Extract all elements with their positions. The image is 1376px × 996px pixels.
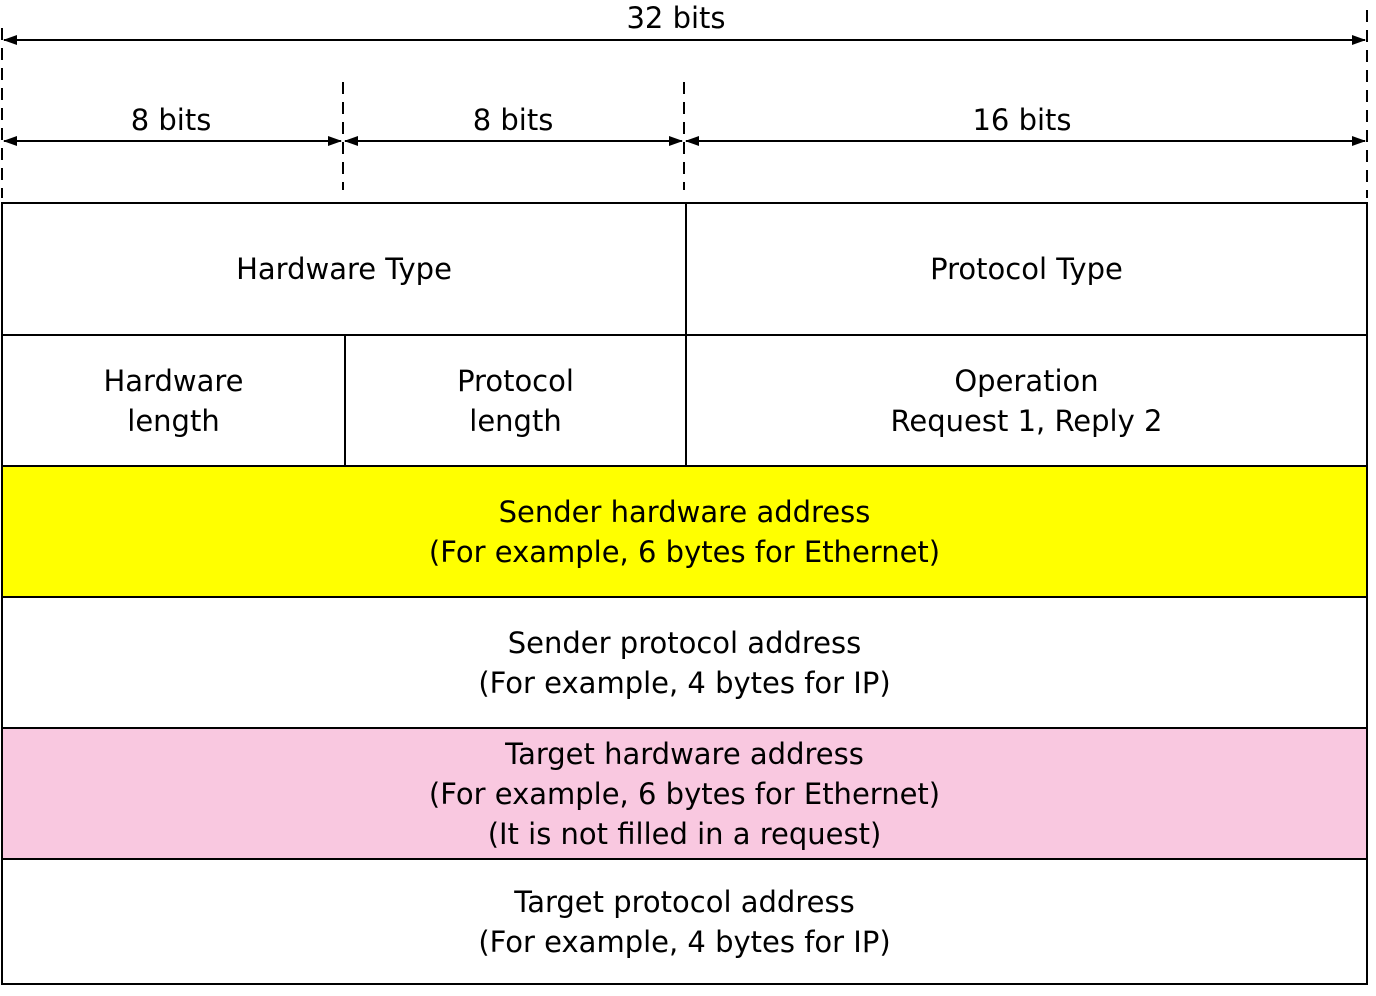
row-target-hardware-address: Target hardware address (For example, 6 … [3,727,1366,858]
protocol-type-label: Protocol Type [930,252,1123,286]
field-hardware-type: Hardware Type [3,204,685,334]
field-protocol-length: Protocol length [344,336,685,465]
field-operation: Operation Request 1, Reply 2 [685,336,1366,465]
field-sender-protocol-address: Sender protocol address (For example, 4 … [3,598,1366,727]
target-protocol-address-line-1: Target protocol address [514,884,855,919]
protocol-length-line-2: length [469,403,562,438]
field-sender-hardware-address: Sender hardware address (For example, 6 … [3,467,1366,596]
row-sender-protocol-address: Sender protocol address (For example, 4 … [3,596,1366,727]
hardware-type-label: Hardware Type [236,252,452,286]
arp-packet-format: Hardware Type Protocol Type Hardware len… [1,202,1368,985]
row-sender-hardware-address: Sender hardware address (For example, 6 … [3,465,1366,596]
label-field3-bits: 16 bits [972,103,1072,137]
bit-width-dimensions [1,10,1368,198]
target-hardware-address-line-1: Target hardware address [505,736,864,771]
operation-line-1: Operation [954,363,1099,398]
label-field2-bits: 8 bits [472,103,554,137]
hardware-length-line-1: Hardware [103,363,244,398]
row-target-protocol-address: Target protocol address (For example, 4 … [3,858,1366,983]
target-hardware-address-line-2: (For example, 6 bytes for Ethernet) [428,776,941,811]
field-target-hardware-address: Target hardware address (For example, 6 … [3,729,1366,858]
protocol-length-line-1: Protocol [457,363,574,398]
row-types: Hardware Type Protocol Type [3,204,1366,334]
sender-hardware-address-line-2: (For example, 6 bytes for Ethernet) [428,534,941,569]
field-hardware-length: Hardware length [3,336,344,465]
sender-hardware-address-line-1: Sender hardware address [498,494,871,529]
field-target-protocol-address: Target protocol address (For example, 4 … [3,860,1366,983]
operation-line-2: Request 1, Reply 2 [890,403,1163,438]
label-field1-bits: 8 bits [130,103,212,137]
row-lengths-operation: Hardware length Protocol length Operatio… [3,334,1366,465]
sender-protocol-address-line-2: (For example, 4 bytes for IP) [478,665,891,700]
field-protocol-type: Protocol Type [685,204,1366,334]
target-protocol-address-line-2: (For example, 4 bytes for IP) [478,924,891,959]
sender-protocol-address-line-1: Sender protocol address [507,625,862,660]
hardware-length-line-2: length [127,403,220,438]
target-hardware-address-line-3: (It is not filled in a request) [487,816,882,851]
label-32-bits: 32 bits [626,1,726,35]
